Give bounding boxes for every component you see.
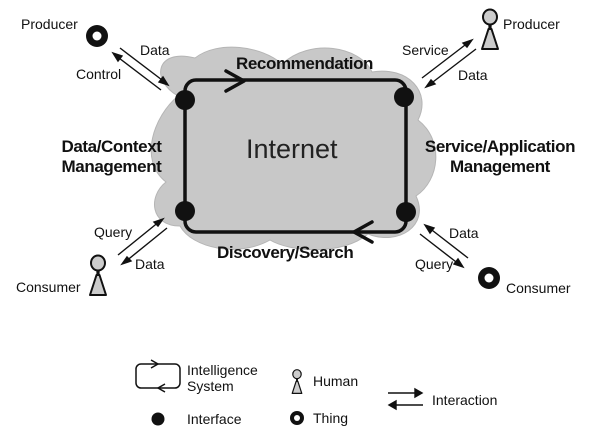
legend-intelligence-system-icon — [135, 359, 181, 393]
interaction-top-left-arrows — [111, 47, 170, 91]
interaction-top-right-arrows — [421, 38, 477, 89]
legend-interface-label: Interface — [187, 411, 242, 427]
loop-arrow-top-icon — [224, 69, 246, 93]
data-context-management-label: Data/Context Management — [61, 137, 162, 176]
internet-label: Internet — [246, 134, 338, 164]
interaction-bottom-left-upper-label: Query — [94, 224, 133, 240]
interaction-bottom-left-arrows — [117, 217, 168, 266]
legend-thing-icon — [290, 411, 304, 425]
legend-human-icon — [291, 369, 303, 394]
legend-human-label: Human — [313, 373, 359, 389]
interface-top-left-icon — [175, 90, 195, 110]
producer-human-icon — [481, 8, 499, 50]
interaction-bottom-right-upper-label: Data — [449, 225, 479, 241]
interaction-arrows — [111, 38, 477, 269]
service-application-management-label: Service/Application Management — [424, 137, 576, 176]
consumer-thing-icon — [478, 267, 500, 289]
loop-arrow-bottom-icon — [352, 220, 374, 244]
interaction-top-left-lower-label: Control — [76, 66, 122, 82]
intelligence-system-loop — [183, 69, 408, 244]
recommendation-label: Recommendation — [236, 54, 374, 73]
producer-thing-label: Producer — [21, 16, 78, 32]
interface-top-right-icon — [394, 87, 414, 107]
producer-thing-icon — [86, 25, 108, 47]
legend-interaction-icon — [387, 387, 424, 411]
interaction-top-right-upper-label: Service — [402, 42, 449, 58]
internet-cloud — [150, 46, 437, 251]
legend-thing-label: Thing — [313, 410, 349, 426]
consumer-human-label: Consumer — [16, 279, 81, 295]
legend-interface-icon — [151, 412, 165, 426]
discovery-search-label: Discovery/Search — [217, 243, 354, 262]
interface-bottom-left-icon — [175, 201, 195, 221]
legend-intelligence-system-label: Intelligence System — [187, 362, 258, 394]
legend-graphics — [135, 359, 424, 426]
interaction-top-left-upper-label: Data — [140, 42, 170, 58]
producer-human-label: Producer — [503, 16, 560, 32]
interaction-bottom-left-lower-label: Data — [135, 256, 165, 272]
interaction-bottom-right-lower-label: Query — [415, 256, 454, 272]
interaction-top-right-lower-label: Data — [458, 67, 488, 83]
legend-interaction-label: Interaction — [432, 392, 498, 408]
interaction-bottom-right-arrows — [419, 223, 469, 269]
consumer-human-icon — [89, 254, 107, 296]
consumer-thing-label: Consumer — [506, 280, 571, 296]
interface-bottom-right-icon — [396, 202, 416, 222]
